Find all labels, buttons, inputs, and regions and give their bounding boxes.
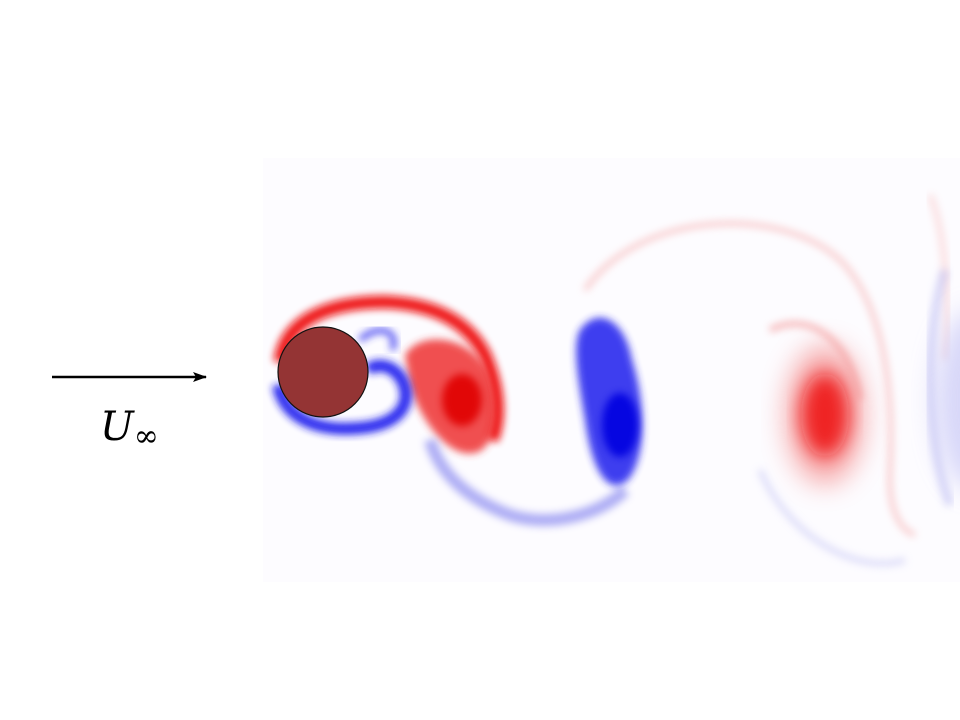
blue-vortex-1-core bbox=[602, 393, 638, 457]
red-vortex-1-core bbox=[442, 374, 482, 426]
faint-red-shear-layer bbox=[582, 221, 916, 538]
red-vortex-2-core bbox=[801, 373, 849, 457]
inner-blue-sheet bbox=[357, 327, 397, 352]
upper-red-shear-layer bbox=[273, 295, 504, 443]
blue-connecting-braid bbox=[424, 438, 630, 527]
inflow-velocity-label: U∞ bbox=[100, 404, 159, 454]
vorticity-field bbox=[263, 158, 960, 582]
velocity-subscript: ∞ bbox=[134, 419, 159, 454]
lower-blue-shear-layer bbox=[272, 359, 412, 435]
blue-vortex-2 bbox=[935, 316, 960, 484]
red-vortex-2-arc bbox=[768, 320, 863, 401]
faint-blue-trail bbox=[757, 468, 906, 567]
faint-blue-vortex-edge bbox=[926, 268, 955, 507]
velocity-symbol: U bbox=[100, 404, 135, 450]
cylinder bbox=[277, 326, 369, 418]
